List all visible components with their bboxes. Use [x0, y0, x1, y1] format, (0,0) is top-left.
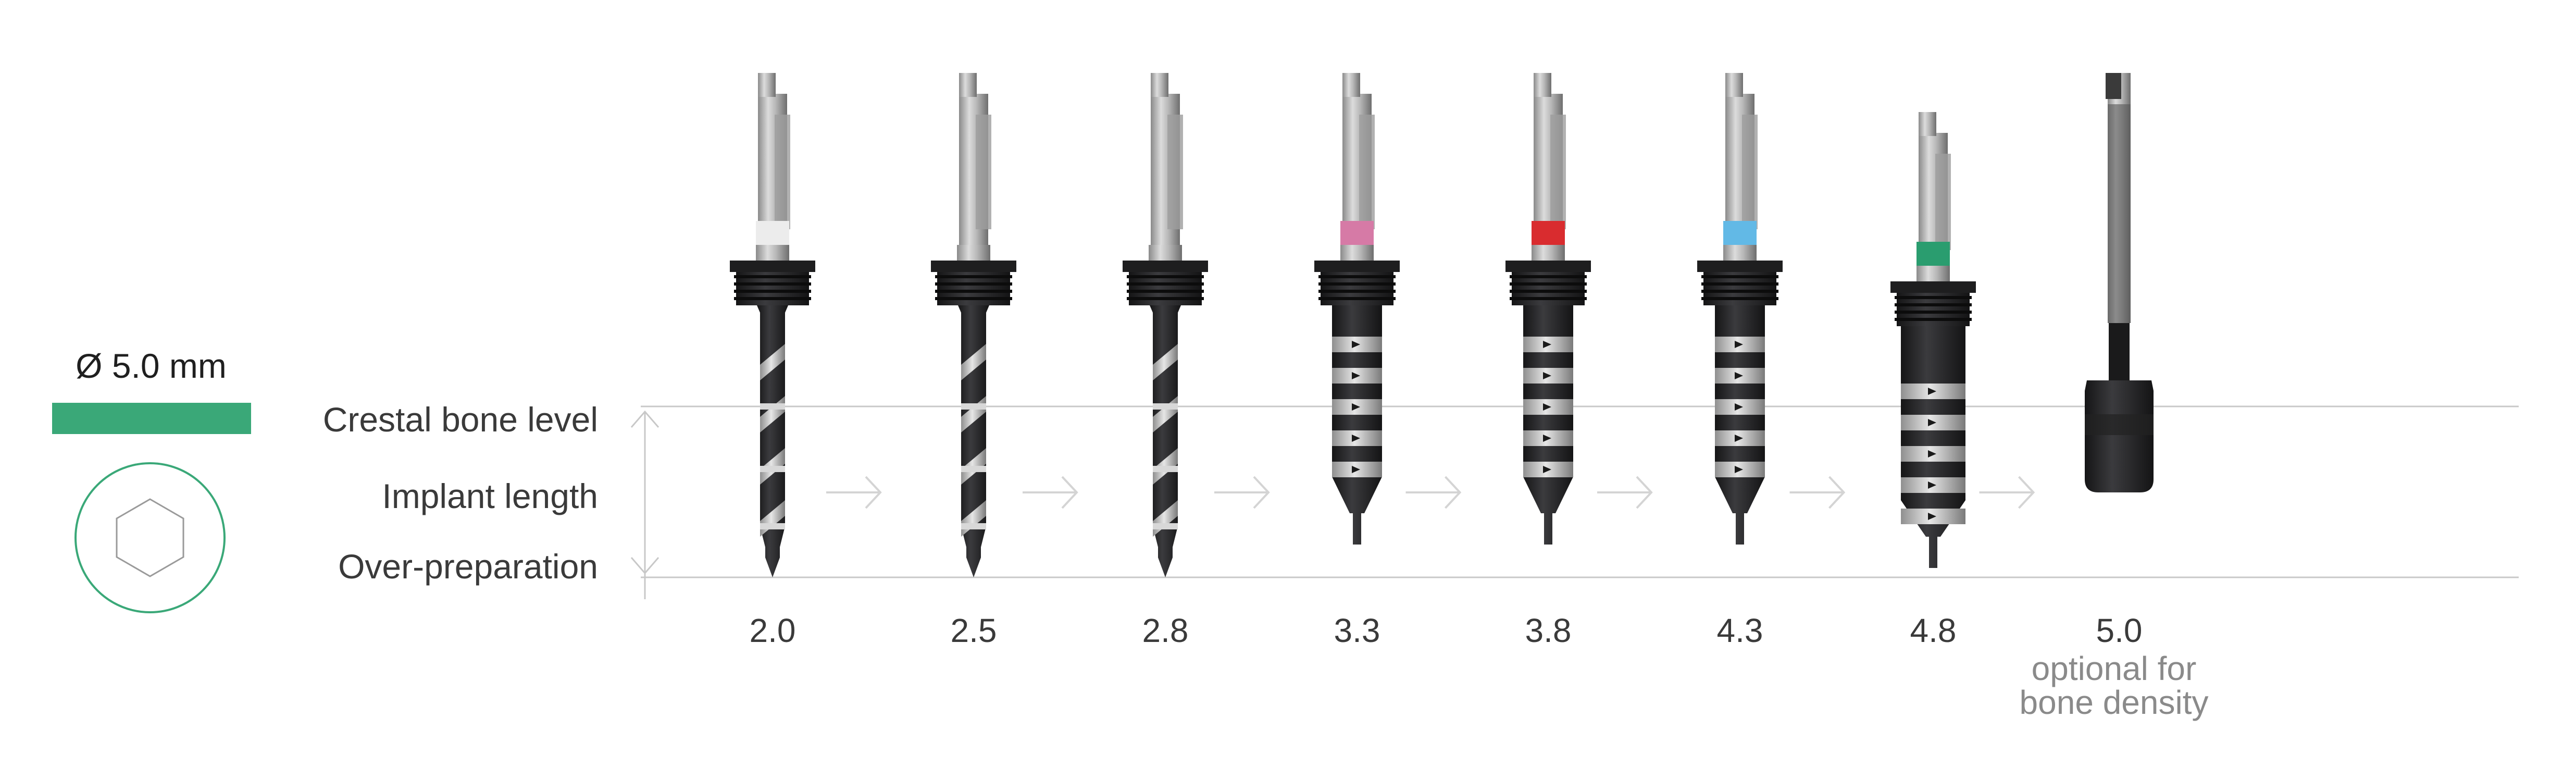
- sequence-arrow: [1636, 476, 1653, 509]
- sequence-arrow: [1445, 476, 1462, 509]
- diameter-label: Ø 5.0 mm: [76, 347, 227, 385]
- diameter-color-bar: [52, 403, 251, 434]
- drill-size-label: 2.8: [1142, 612, 1189, 649]
- over-preparation-label: Over-preparation: [338, 547, 598, 586]
- sequence-arrow: [1061, 476, 1078, 509]
- drill-3-3: 3.3: [1314, 73, 1400, 649]
- drill-size-label: 2.0: [750, 612, 796, 649]
- implant-length-indicator: [630, 410, 659, 599]
- hex-connection-icon: [74, 462, 226, 613]
- drill-2-8: 2.8: [1123, 73, 1208, 649]
- drill-size-label: 2.5: [951, 612, 997, 649]
- drill-2-5: 2.5: [931, 73, 1016, 649]
- sequence-arrow: [2018, 476, 2035, 509]
- crestal-bone-level-label: Crestal bone level: [323, 400, 598, 439]
- sequence-arrow: [1253, 476, 1270, 509]
- drill-4-3: 4.3: [1697, 73, 1783, 649]
- drill-4-8: 4.8: [1890, 112, 1976, 649]
- drill-2-0: 2.0: [730, 73, 815, 649]
- drill-size-label: 5.0: [2096, 612, 2143, 649]
- drill-3-8: 3.8: [1505, 73, 1591, 649]
- drill-size-label: 3.8: [1525, 612, 1572, 649]
- optional-note-line1: optional for: [2032, 650, 2197, 687]
- drill-5-0: 5.0: [2085, 73, 2154, 649]
- sequence-arrow: [865, 476, 882, 509]
- drill-size-label: 3.3: [1334, 612, 1380, 649]
- drill-size-label: 4.8: [1910, 612, 1957, 649]
- sequence-arrow: [1828, 476, 1846, 509]
- drill-sequence: 2.0 2.5 2.8 3.3 3.8 4.3 4.8 5.0: [730, 73, 2154, 649]
- implant-length-label: Implant length: [382, 477, 598, 515]
- drill-size-label: 4.3: [1717, 612, 1763, 649]
- optional-note-line2: bone density: [2020, 684, 2209, 721]
